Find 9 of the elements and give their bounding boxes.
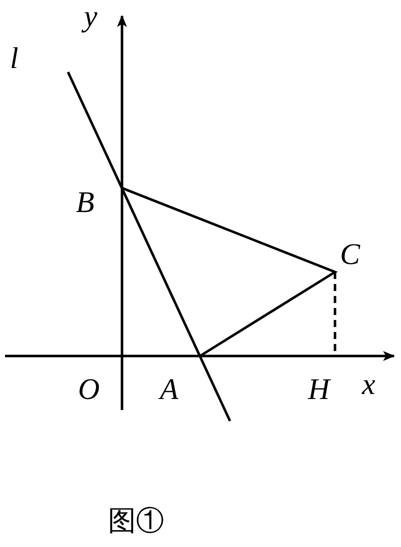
point-label: H — [308, 375, 330, 405]
point-label: C — [340, 240, 360, 270]
line-label: l — [10, 44, 18, 74]
figure-caption: 图① — [108, 507, 164, 535]
point-label: B — [76, 188, 94, 218]
axis-label: y — [84, 2, 98, 32]
origin-label: O — [78, 375, 100, 405]
axis-label: x — [362, 370, 376, 400]
point-label: A — [160, 375, 178, 405]
